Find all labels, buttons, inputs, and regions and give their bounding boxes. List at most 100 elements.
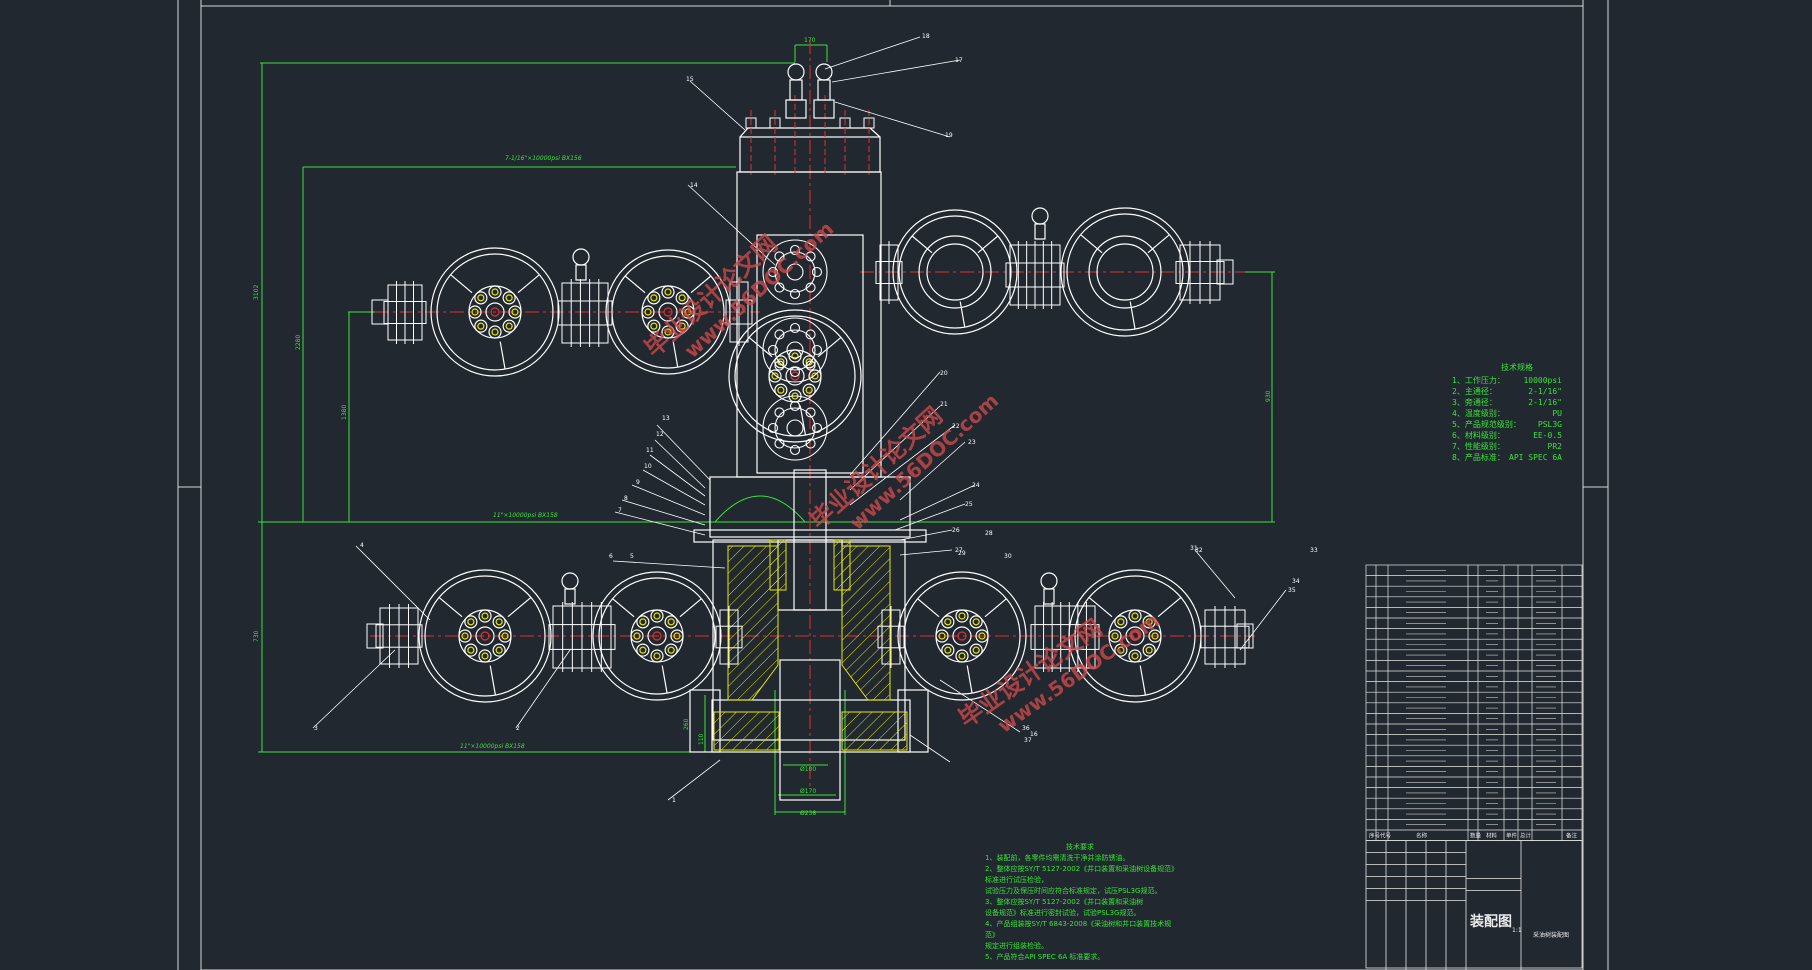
dim-top-flange: 7-1/16"×10000psi BX156 (505, 155, 582, 162)
part-number: 29 (958, 550, 966, 557)
dim-bore-a: Ø100 (800, 766, 816, 773)
dim-height-a: 2280 (295, 335, 302, 350)
pressure-gauges (561, 63, 1058, 605)
part-number: 15 (686, 76, 694, 83)
part-number: 20 (940, 370, 948, 377)
part-number: 22 (952, 423, 960, 430)
spec-row: 5、产品规范级别：PSL3G (1452, 420, 1562, 429)
part-number: 16 (1030, 731, 1038, 738)
bom-header-cell: 代号 (1380, 832, 1392, 840)
spec-row: 7、性能级别：PR2 (1452, 442, 1562, 451)
part-number: 6 (609, 553, 613, 560)
dim-flange-h2: 110 (698, 733, 705, 745)
part-number: 33 (1310, 547, 1318, 554)
part-number: 7 (618, 507, 622, 514)
end-cap (1236, 623, 1254, 649)
part-number: 5 (630, 553, 634, 560)
end-cap (371, 299, 389, 325)
bill-of-materials: 序号代号名称数量材料单件总计备注 (1365, 564, 1583, 970)
dim-top-gap: 170 (804, 37, 816, 44)
part-number: 10 (644, 463, 652, 470)
dim-mid-flange: 11"×10000psi BX158 (493, 512, 558, 519)
spec-row: 8、产品标准：API SPEC 6A (1452, 453, 1562, 462)
spec-row: 6、材料级别：EE-0.5 (1452, 431, 1562, 440)
drawing-subtitle: 采油树装配图 (1533, 932, 1570, 939)
flange-connection (557, 279, 613, 347)
drawing-scale: 1:1 (1512, 927, 1522, 934)
note-line: 试验压力及保压时间应符合标准规定，试压PSL3G规范。 (985, 887, 1162, 895)
part-number: 3 (314, 725, 318, 732)
part-number: 18 (922, 33, 930, 40)
part-balloons: 1234567891011121314151617181920212223242… (314, 33, 1318, 804)
dim-height-b: 1380 (341, 405, 348, 420)
gate-valve-disc (762, 317, 828, 383)
wellhead-body (689, 127, 929, 801)
flange-connection (1030, 602, 1100, 672)
note-line: 规定进行组装检验。 (985, 942, 1048, 950)
part-number: 31 (1190, 545, 1198, 552)
part-number: 32 (1195, 547, 1203, 554)
part-number: 12 (656, 431, 664, 438)
part-number: 25 (965, 501, 973, 508)
bom-grid (1365, 564, 1583, 841)
note-line: 3、整体应按SY/T 5127-2002《井口装置和采油树 (985, 898, 1144, 906)
drawing-title: 装配图 (1470, 914, 1512, 930)
dimension-texts: 170 7-1/16"×10000psi BX156 11"×10000psi … (253, 37, 1272, 817)
part-number: 4 (360, 542, 364, 549)
spec-row: 4、温度级别：PU (1452, 409, 1562, 418)
part-number: 11 (646, 447, 654, 454)
note-line: 1、装配前，各零件均需清洗干净并涂防锈油。 (985, 854, 1130, 862)
part-number: 2 (516, 725, 520, 732)
part-number: 21 (940, 401, 948, 408)
part-number: 30 (1004, 553, 1012, 560)
flange-connection (715, 606, 743, 668)
handwheel-valve (892, 209, 1018, 335)
part-number: 24 (972, 482, 980, 489)
part-number: 27 (955, 547, 963, 554)
bom-header-cell: 单件 (1506, 832, 1518, 840)
part-number: 35 (1288, 587, 1296, 594)
part-number: 9 (636, 479, 640, 486)
spec-row: 1、工作压力：10000psi (1452, 376, 1562, 385)
flange-connection (875, 241, 903, 304)
leader-lines (312, 36, 1287, 801)
specs-title: 技术规格 (1501, 363, 1533, 372)
gate-valve-disc (762, 395, 828, 461)
spec-row: 3、旁通径：2-1/16" (1452, 398, 1562, 407)
part-number: 13 (662, 415, 670, 422)
dim-bore-b: Ø170 (800, 788, 816, 795)
flange-connection (725, 278, 753, 346)
handwheel-valve (592, 571, 722, 701)
dimension-lines (258, 44, 1275, 815)
bom-header-cell: 备注 (1566, 832, 1578, 840)
note-line: 5、产品符合API SPEC 6A 标准要求。 (985, 953, 1105, 961)
title-block (1365, 840, 1583, 970)
bom-header-cell: 名称 (1416, 832, 1428, 840)
technical-specs: 技术规格 1、工作压力：10000psi 2、主通径：2-1/16" 3、旁通径… (1452, 362, 1562, 463)
note-line: 4、产品组装按SY/T 6843-2008《采油树和井口装置技术规范》 (985, 920, 1172, 939)
technical-requirements: 技术要求 1、装配前，各零件均需清洗干净并涂防锈油。 2、整体应按SY/T 51… (985, 842, 1175, 963)
handwheel-valve (418, 569, 552, 703)
dim-bottom-flange: 11"×10000psi BX158 (460, 743, 525, 750)
handwheel-valve (430, 247, 560, 377)
center-lines (370, 40, 1255, 790)
sheet-frame (177, 0, 1609, 970)
part-number: 37 (1024, 737, 1032, 744)
flange-connection (877, 606, 905, 668)
part-number: 19 (945, 132, 953, 139)
flange-connection (1175, 241, 1225, 304)
dim-right-height: 930 (1265, 390, 1272, 402)
spec-row: 2、主通径：2-1/16" (1452, 387, 1562, 396)
end-cap (366, 623, 384, 649)
bom-header-cell: 总计 (1520, 832, 1532, 840)
end-cap (1216, 259, 1234, 285)
flange-connection (1005, 241, 1065, 309)
note-line: 2、整体应按SY/T 5127-2002《井口装置和采油树设备规范》标准进行试压… (985, 865, 1175, 884)
notes-title: 技术要求 (1066, 843, 1094, 851)
handwheel-valve (1068, 569, 1202, 703)
dim-overall-height: 3102 (253, 285, 260, 300)
part-number: 26 (952, 527, 960, 534)
dim-lower-height: 730 (253, 630, 260, 642)
flange-connection (375, 604, 423, 668)
